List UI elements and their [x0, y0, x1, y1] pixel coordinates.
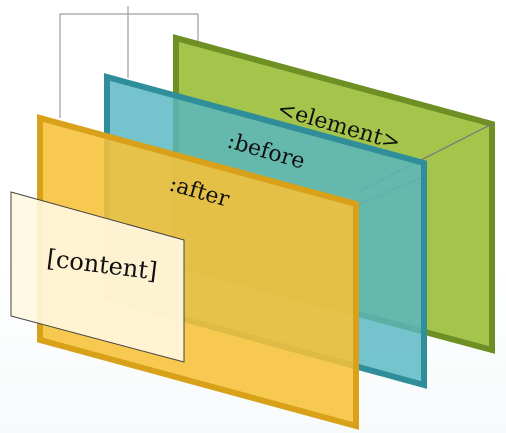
content-panel — [10, 191, 185, 363]
top-bracket-line — [59, 13, 199, 118]
perspective-guide-lines — [59, 6, 199, 118]
content-layer: [content] — [10, 191, 185, 363]
